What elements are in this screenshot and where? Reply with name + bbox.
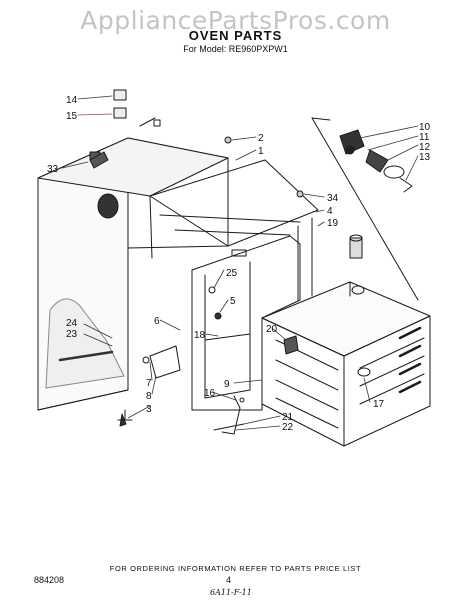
callout-10: 10 [419, 122, 431, 133]
callout-19: 19 [327, 218, 339, 229]
oven-liner [261, 281, 431, 447]
lower-brackets [117, 345, 181, 427]
ordering-note: FOR ORDERING INFORMATION REFER TO PARTS … [109, 564, 362, 573]
small-parts [89, 89, 363, 259]
diagram-code: 884208 [34, 575, 65, 585]
callout-34: 34 [327, 193, 339, 204]
rack-bracket [213, 395, 245, 435]
callout-18: 18 [194, 330, 206, 341]
callout-16: 16 [204, 388, 216, 399]
callout-6: 6 [154, 316, 160, 327]
leader-lines [61, 95, 419, 431]
callout-22: 22 [282, 422, 294, 433]
callout-15: 15 [66, 111, 78, 122]
callout-33: 33 [47, 164, 59, 175]
callout-14: 14 [66, 95, 78, 106]
callout-21: 21 [282, 412, 294, 423]
callout-12: 12 [419, 142, 431, 153]
callout-numbers: 14 15 33 2 1 10 11 12 13 34 4 19 25 5 18… [47, 95, 431, 433]
callout-20: 20 [266, 324, 278, 335]
watermark: AppliancePartsPros.com [80, 6, 391, 35]
callout-7: 7 [146, 378, 152, 389]
handwritten-mark: 6A11-F-11 [210, 588, 252, 597]
callout-17: 17 [373, 399, 385, 410]
callout-13: 13 [419, 152, 431, 163]
callout-11: 11 [419, 132, 430, 143]
back-support-frame [149, 157, 319, 411]
page-number: 4 [226, 575, 232, 585]
lamp-assembly [311, 117, 419, 301]
cabinet-body [37, 117, 229, 411]
callout-25: 25 [226, 268, 238, 279]
callout-3: 3 [146, 404, 152, 415]
diagram-title: OVEN PARTS [188, 28, 283, 43]
callout-24: 24 [66, 318, 78, 329]
callout-5: 5 [230, 296, 236, 307]
callout-2: 2 [258, 133, 264, 144]
model-line: For Model: RE960PXPW1 [183, 44, 288, 54]
callout-1: 1 [258, 146, 264, 157]
callout-8: 8 [146, 391, 152, 402]
callout-23: 23 [66, 329, 78, 340]
callout-9: 9 [224, 379, 230, 390]
callout-4: 4 [327, 206, 333, 217]
